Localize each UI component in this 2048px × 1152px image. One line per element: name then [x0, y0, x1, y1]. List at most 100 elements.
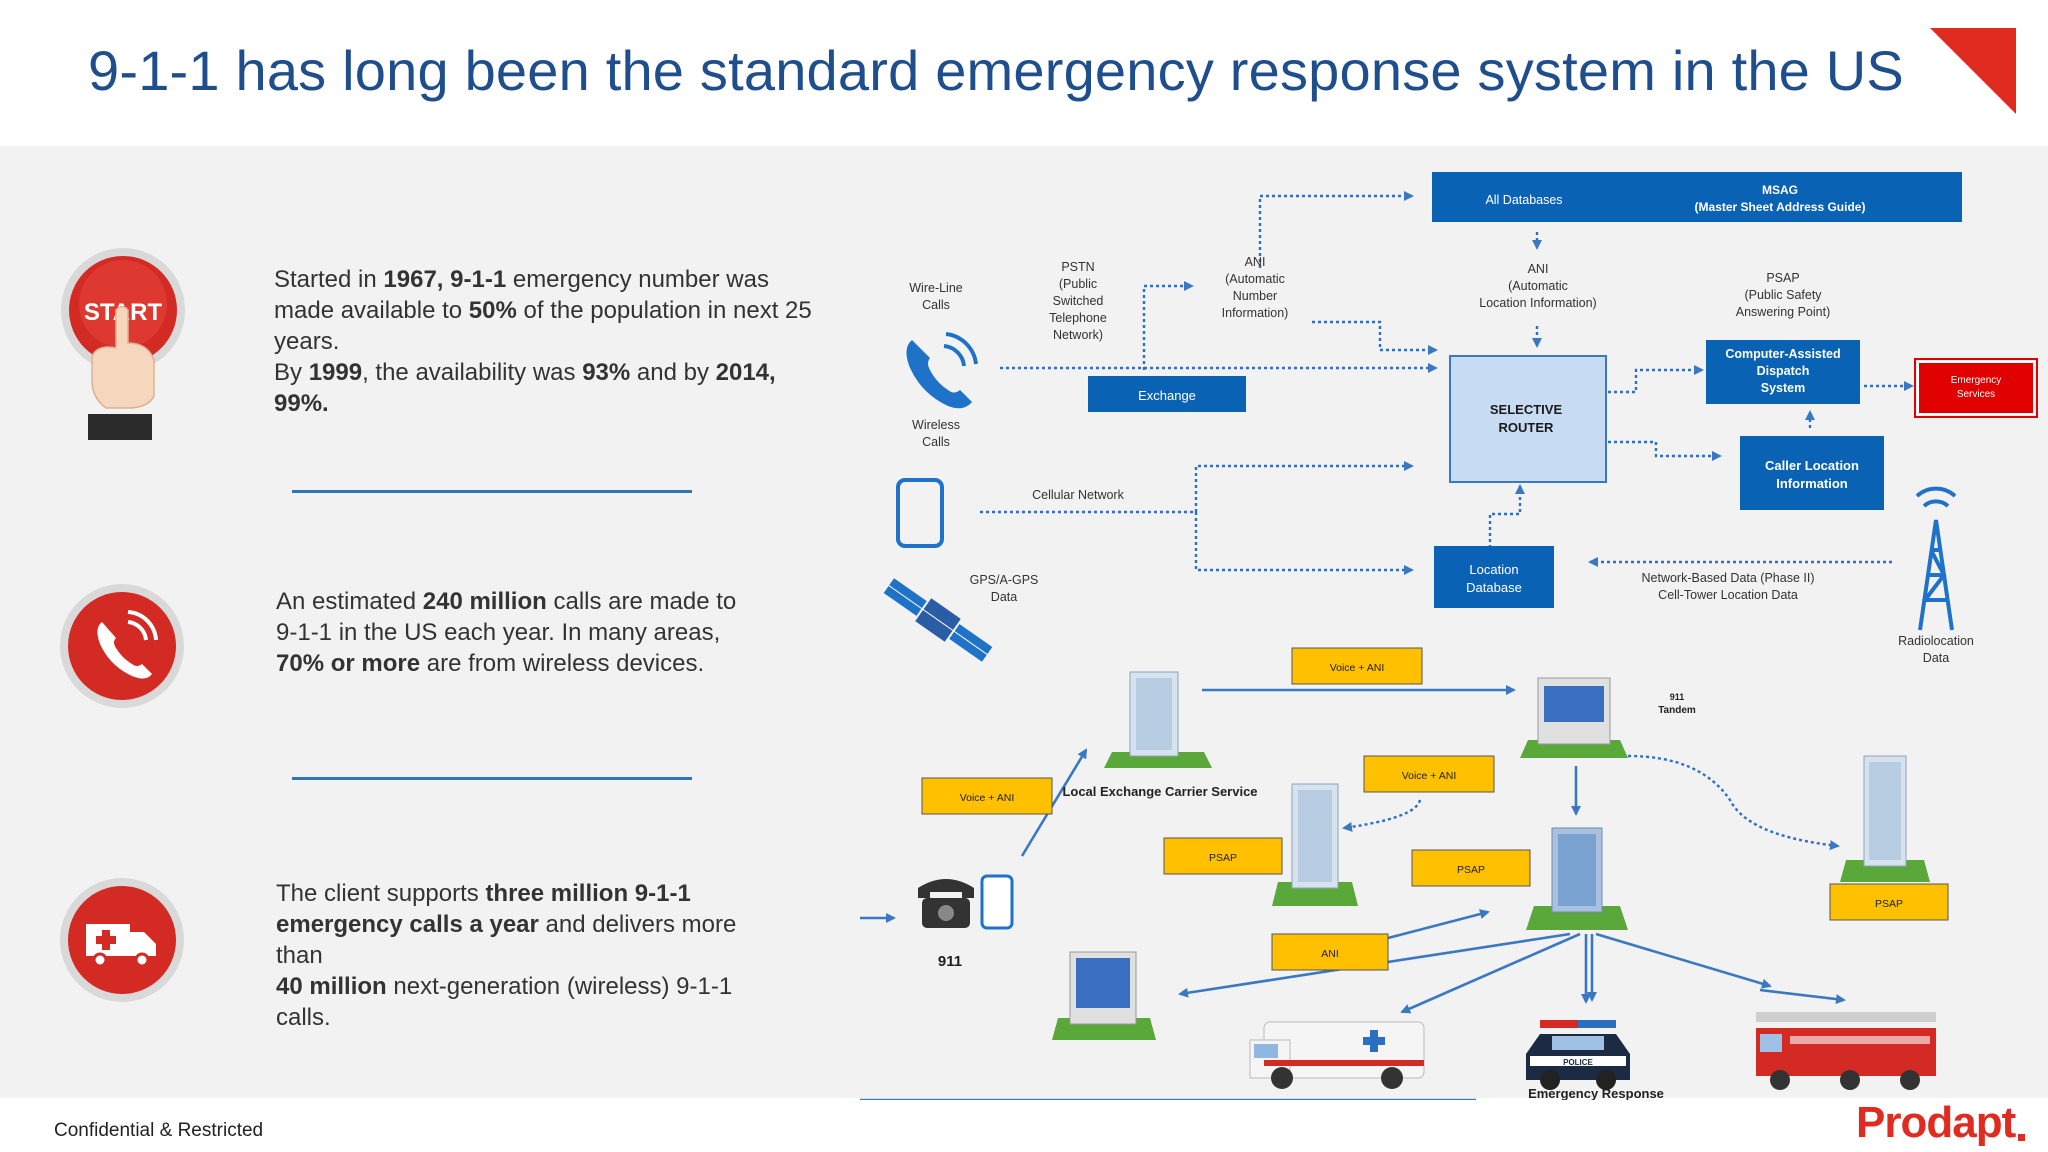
yellow-labels: Voice + ANI Voice + ANI Voice + ANI PSAP… [921, 647, 1949, 971]
mobile-phone-icon [980, 874, 1014, 930]
ambulance-icon [60, 878, 184, 1002]
stat-run: Started in [274, 266, 384, 293]
stat-text-2: An estimated 240 million calls are made … [276, 586, 836, 679]
voice-ani-label: Voice + ANI [1330, 662, 1385, 674]
stat-line: 40 million next-generation (wireless) 9-… [276, 971, 836, 1002]
stat-run: of the population in next 25 [516, 297, 812, 324]
stat-run: emergency number was [506, 266, 769, 293]
ani-label-2: (Automatic [1225, 272, 1285, 286]
solid-connectors [860, 685, 1846, 1100]
corner-accent-icon [1930, 28, 2016, 114]
emergency-response-label: Emergency Response [1528, 1086, 1664, 1100]
lec-label: Local Exchange Carrier Service [1062, 784, 1257, 799]
building-icon [1520, 677, 1628, 758]
voice-ani-label: Voice + ANI [1402, 770, 1457, 782]
caller-location-box [1740, 436, 1884, 510]
stat-run: 1999 [308, 359, 363, 386]
building-icon [1526, 827, 1628, 930]
brand-logo: Prodapt [1856, 1098, 2026, 1148]
building-icon [1272, 783, 1358, 906]
gps-label-1: GPS/A-GPS [970, 573, 1039, 587]
content-panel [0, 146, 2048, 1098]
location-db-label-2: Database [1466, 580, 1522, 595]
stat-line: calls. [276, 1002, 836, 1033]
stat-run: next-generation (wireless) 9-1-1 [386, 973, 733, 1000]
pstn-label-4: Telephone [1049, 311, 1107, 325]
stat-run: emergency calls a year [276, 911, 539, 938]
psap-label-3: Answering Point) [1736, 305, 1831, 319]
router-label: SELECTIVE [1490, 402, 1563, 417]
pstn-label-1: PSTN [1061, 260, 1094, 274]
stat-run: 1967, 9-1-1 [383, 266, 507, 293]
tandem-label-2: Tandem [1658, 705, 1696, 716]
psap-tag: PSAP [1457, 864, 1485, 876]
stat-run: are from wireless devices. [420, 650, 705, 677]
stat-line: made available to 50% of the population … [274, 295, 834, 326]
radiolocation-label-1: Radiolocation [1898, 634, 1974, 648]
caller-location-label-2: Information [1776, 476, 1848, 491]
ani-loc-label-2: (Automatic [1508, 279, 1568, 293]
divider [292, 490, 692, 493]
stat-run: By [274, 359, 309, 386]
pstn-label-2: (Public [1059, 277, 1097, 291]
psap-tag: PSAP [1875, 898, 1903, 910]
phone-wave-icon [906, 332, 978, 409]
network-based-label-1: Network-Based Data (Phase II) [1642, 571, 1815, 585]
msag-label: MSAG [1762, 183, 1798, 197]
router-label-2: ROUTER [1499, 420, 1555, 435]
location-db-label-1: Location [1469, 562, 1518, 577]
footer-confidential: Confidential & Restricted [54, 1120, 264, 1141]
start-button-icon: START [61, 248, 185, 440]
stat-run: 93% [582, 359, 631, 386]
voice-ani-label: Voice + ANI [960, 792, 1015, 804]
exchange-box [1088, 376, 1246, 412]
dotted-connectors [980, 191, 1914, 851]
cad-label-2: Dispatch [1757, 364, 1810, 378]
psap-label-1: PSAP [1766, 271, 1799, 285]
stat-text-1: Started in 1967, 9-1-1 emergency number … [274, 264, 834, 419]
stat-run: three million 9-1-1 [485, 880, 691, 907]
wireless-label-2: Calls [922, 435, 950, 449]
msag-sublabel: (Master Sheet Address Guide) [1695, 200, 1866, 214]
stat-line: The client supports three million 9-1-1 [276, 878, 836, 909]
stat-run: made available to [274, 297, 469, 324]
emergency-services-box [1917, 361, 2035, 415]
building-icon [1052, 951, 1156, 1040]
stat-line: An estimated 240 million calls are made … [276, 586, 836, 617]
n911-label: 911 [938, 953, 962, 970]
location-database-box [1434, 546, 1554, 608]
stat-run: 40 million [276, 973, 387, 1000]
psap-tag: PSAP [1209, 852, 1237, 864]
ani-loc-label-3: Location Information) [1479, 296, 1596, 310]
selective-router-box [1449, 355, 1607, 483]
cad-system-box [1706, 340, 1860, 404]
ani-tag: ANI [1321, 948, 1339, 960]
mobile-phone-icon [896, 478, 944, 548]
all-databases-box [1432, 172, 1962, 222]
building-icon [1104, 671, 1212, 768]
ani-label-4: Information) [1222, 306, 1289, 320]
emergency-label-1: Emergency [1951, 375, 2002, 386]
psap-label-2: (Public Safety [1744, 288, 1822, 302]
stat-run: calls are made to [546, 588, 737, 615]
wireless-label: Wireless [912, 418, 960, 432]
stat-line: By 1999, the availability was 93% and by… [274, 357, 834, 388]
brand-name: Prodapt [1856, 1098, 2016, 1147]
building-icon [1840, 755, 1930, 882]
stat-run: 2014, [715, 359, 776, 386]
network-based-label-2: Cell-Tower Location Data [1658, 588, 1798, 602]
radiolocation-label-2: Data [1923, 651, 1949, 665]
caller-location-label-1: Caller Location [1765, 458, 1859, 473]
stat-line: Started in 1967, 9-1-1 emergency number … [274, 264, 834, 295]
stat-run: The client supports [276, 880, 486, 907]
stat-run: 9-1-1 in the US each year. In many areas… [276, 619, 721, 646]
stat-line: emergency calls a year and delivers more [276, 909, 836, 940]
emergency-label-2: Services [1957, 389, 1995, 400]
page-title: 9-1-1 has long been the standard emergen… [88, 39, 1904, 102]
stat-run: , the availability was [362, 359, 583, 386]
ani-label-3: Number [1233, 289, 1277, 303]
police-car-icon: POLICE [1526, 1020, 1630, 1090]
pstn-label-3: Switched [1053, 294, 1104, 308]
stat-line: 9-1-1 in the US each year. In many areas… [276, 617, 836, 648]
stat-line: than [276, 940, 836, 971]
